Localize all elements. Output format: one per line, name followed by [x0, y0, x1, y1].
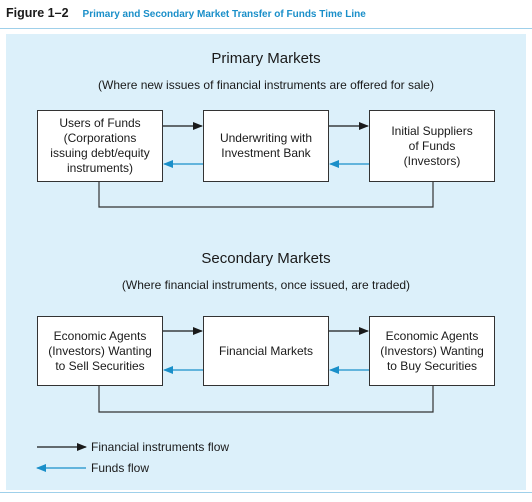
legend-instruments-label: Financial instruments flow — [91, 440, 230, 454]
secondary-bracket — [98, 386, 434, 413]
footer-divider — [0, 492, 532, 493]
figure-title: Primary and Secondary Market Transfer of… — [82, 9, 366, 20]
primary-markets-subheading: (Where new issues of financial instrumen… — [98, 78, 434, 92]
header-divider — [0, 28, 532, 29]
legend-funds-label: Funds flow — [91, 461, 150, 475]
financial-markets-box: Financial Markets — [203, 316, 329, 386]
initial-suppliers-box: Initial Suppliers of Funds (Investors) — [369, 110, 495, 182]
primary-bracket — [98, 182, 434, 208]
figure-number: Figure 1–2 — [6, 6, 69, 20]
users-of-funds-box: Users of Funds (Corporations issuing deb… — [37, 110, 163, 182]
secondary-markets-subheading: (Where financial instruments, once issue… — [121, 278, 411, 292]
underwriting-box: Underwriting with Investment Bank — [203, 110, 329, 182]
primary-markets-heading: Primary Markets — [211, 50, 321, 67]
secondary-markets-heading: Secondary Markets — [201, 250, 331, 267]
sellers-box: Economic Agents (Investors) Wanting to S… — [37, 316, 163, 386]
figure-header: Figure 1–2 Primary and Secondary Market … — [6, 6, 366, 26]
buyers-box: Economic Agents (Investors) Wanting to B… — [369, 316, 495, 386]
